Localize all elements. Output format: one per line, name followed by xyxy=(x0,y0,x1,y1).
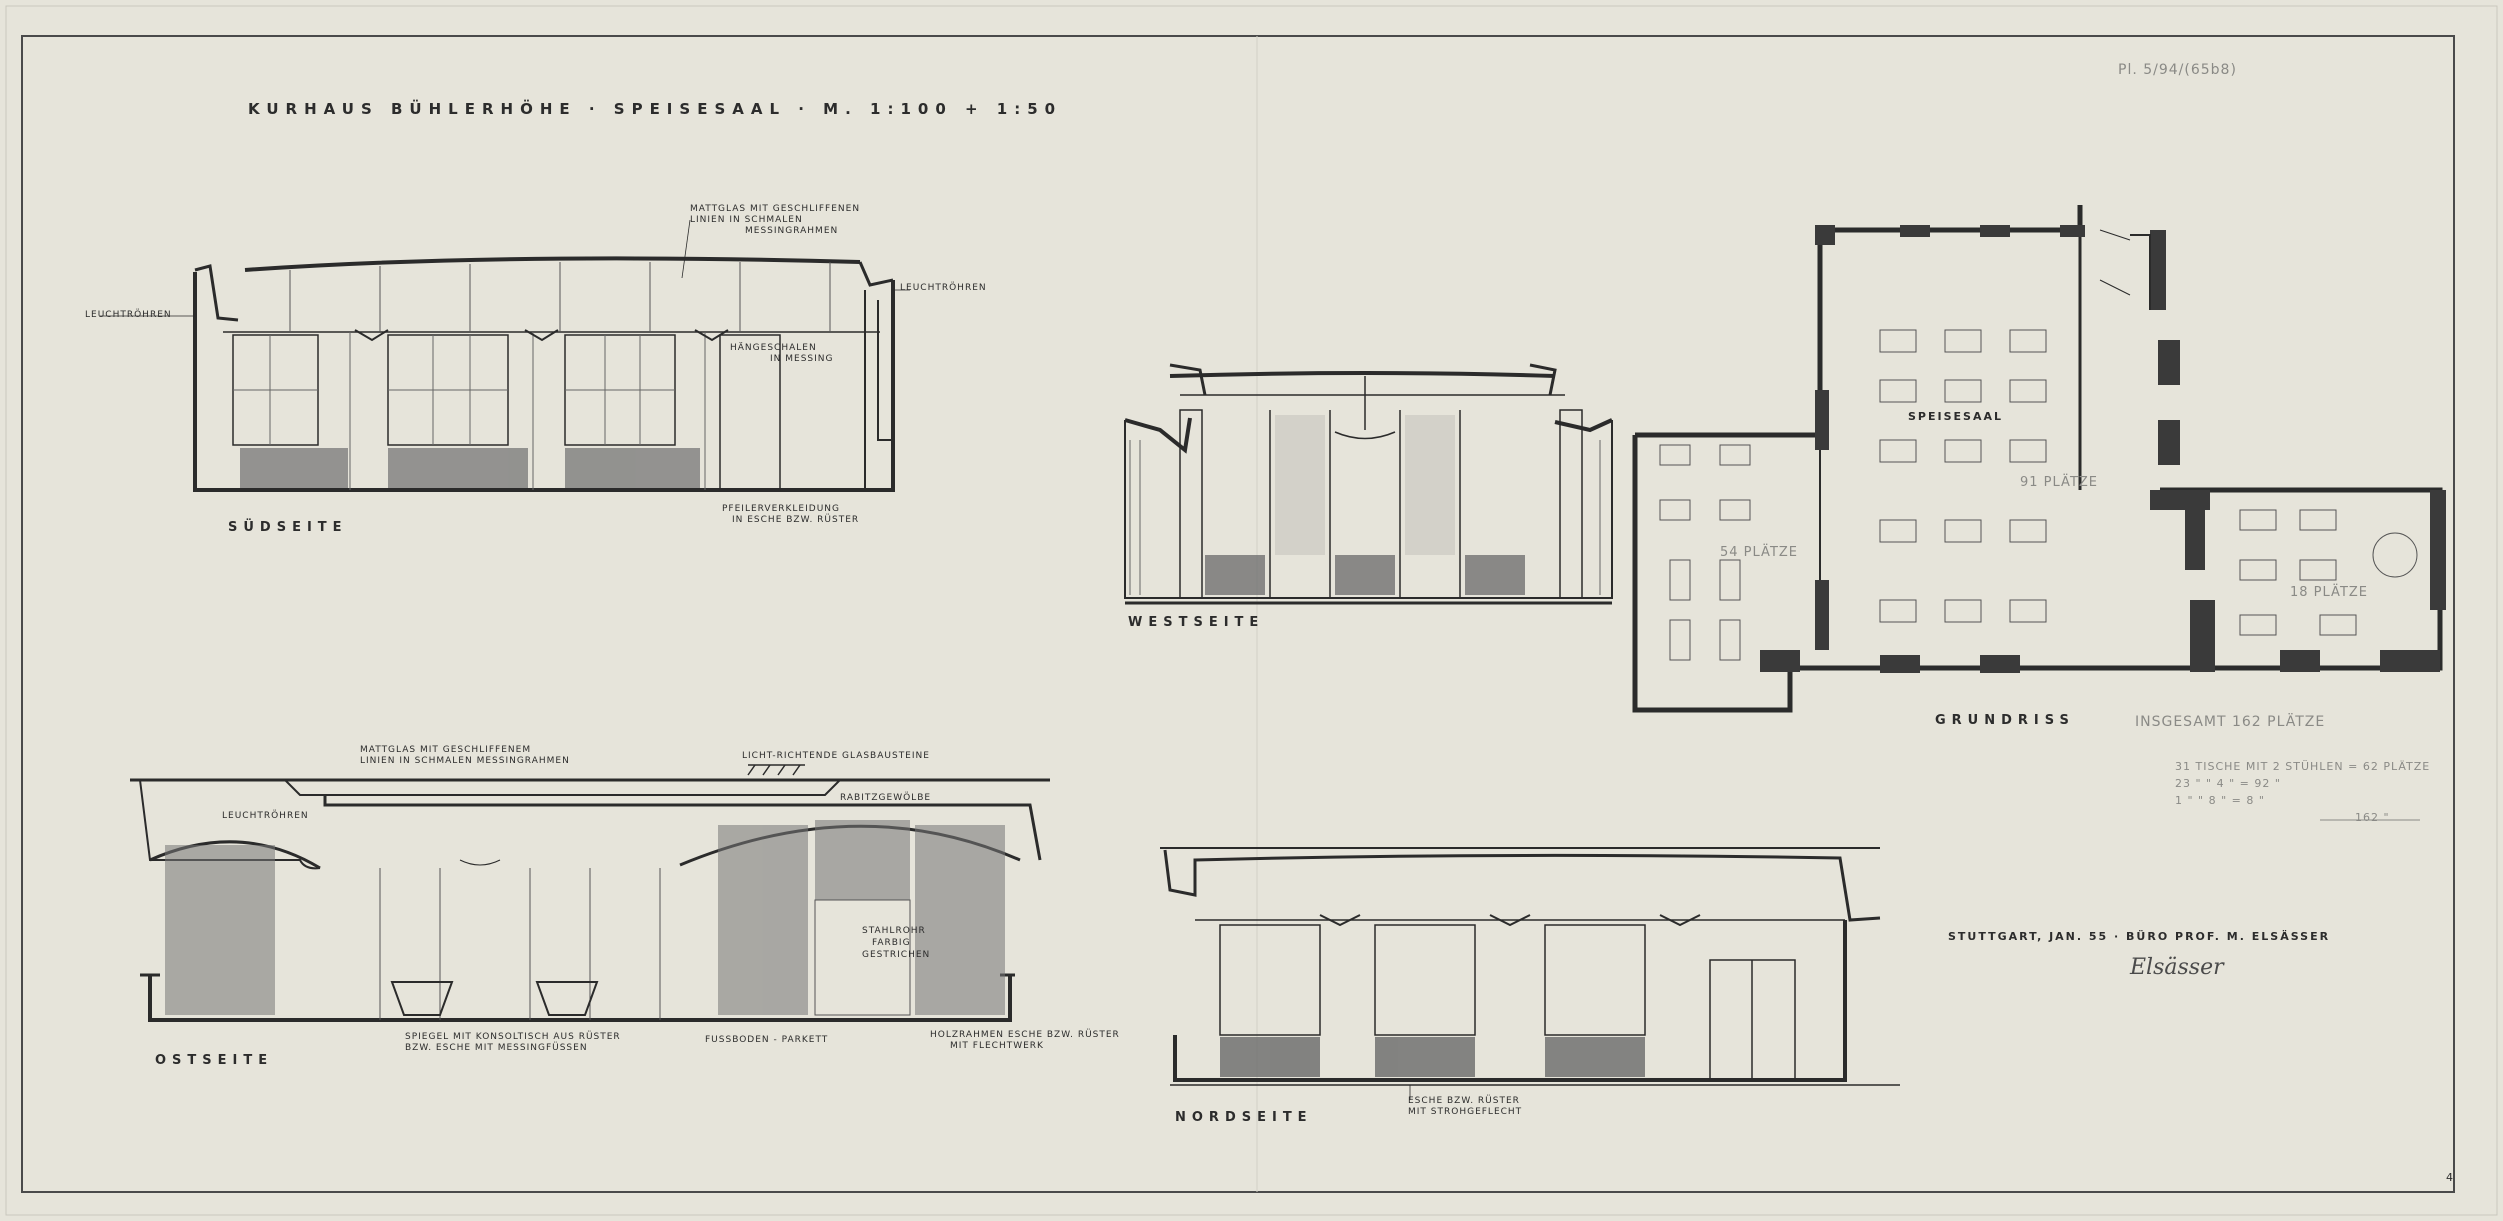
note-nord-esche: ESCHE BZW. RÜSTER MIT STROHGEFLECHT xyxy=(1408,1096,1523,1117)
note-sued-leucht-right: LEUCHTRÖHREN xyxy=(900,283,987,293)
note-ost-holz: HOLZRAHMEN ESCHE BZW. RÜSTER MIT FLECHTW… xyxy=(930,1030,1120,1051)
seat-calculation: 31 TISCHE MIT 2 STÜHLEN = 62 PLÄTZE 23 "… xyxy=(2175,760,2431,824)
seats-east: 18 PLÄTZE xyxy=(2290,585,2368,600)
signature: Elsässer xyxy=(2130,955,2224,980)
note-sued-pfeiler: PFEILERVERKLEIDUNG IN ESCHE BZW. RÜSTER xyxy=(722,504,860,525)
note-sued-mattglas: MATTGLAS MIT GESCHLIFFENEN LINIEN IN SCH… xyxy=(690,204,861,236)
view-label-grundriss: GRUNDRISS xyxy=(1935,713,2075,728)
view-label-suedseite: SÜDSEITE xyxy=(228,520,348,535)
archive-note: Pl. 5/94/(65b8) xyxy=(2118,62,2237,78)
note-ost-rabitz: RABITZGEWÖLBE xyxy=(840,793,932,803)
note-ost-licht: LICHT-RICHTENDE GLASBAUSTEINE xyxy=(742,751,930,761)
note-ost-spiegel: SPIEGEL MIT KONSOLTISCH AUS RÜSTER BZW. … xyxy=(405,1032,621,1053)
room-label-speisesaal: SPEISESAAL xyxy=(1908,410,2003,423)
note-sued-leucht-left: LEUCHTRÖHREN xyxy=(85,310,172,320)
grundriss-plan xyxy=(1632,205,2446,713)
note-ost-leucht: LEUCHTRÖHREN xyxy=(222,811,309,821)
seats-total: INSGESAMT 162 PLÄTZE xyxy=(2135,714,2326,730)
note-sued-haenge: HÄNGESCHALEN IN MESSING xyxy=(730,343,834,364)
office-credit: STUTTGART, JAN. 55 · BÜRO PROF. M. ELSÄS… xyxy=(1948,930,2331,943)
note-ost-mattglas: MATTGLAS MIT GESCHLIFFENEM LINIEN IN SCH… xyxy=(360,745,570,766)
westseite-elevation xyxy=(1124,363,1613,605)
view-label-nordseite: NORDSEITE xyxy=(1175,1110,1313,1125)
view-label-ostseite: OSTSEITE xyxy=(155,1053,274,1068)
seats-west: 54 PLÄTZE xyxy=(1720,545,1798,560)
seats-main: 91 PLÄTZE xyxy=(2020,475,2098,490)
note-ost-fussboden: FUSSBODEN - PARKETT xyxy=(705,1035,829,1045)
suedseite-elevation xyxy=(100,219,910,492)
ostseite-elevation xyxy=(130,764,1050,1022)
sheet-title: KURHAUS BÜHLERHÖHE · SPEISESAAL · M. 1:1… xyxy=(248,100,1063,118)
sheet-number: 4 xyxy=(2446,1171,2454,1184)
sheet-frame xyxy=(21,35,2455,1193)
note-ost-stahl: STAHLROHR FARBIG GESTRICHEN xyxy=(862,926,931,960)
nordseite-elevation xyxy=(1160,847,1900,1100)
view-label-westseite: WESTSEITE xyxy=(1128,615,1265,630)
